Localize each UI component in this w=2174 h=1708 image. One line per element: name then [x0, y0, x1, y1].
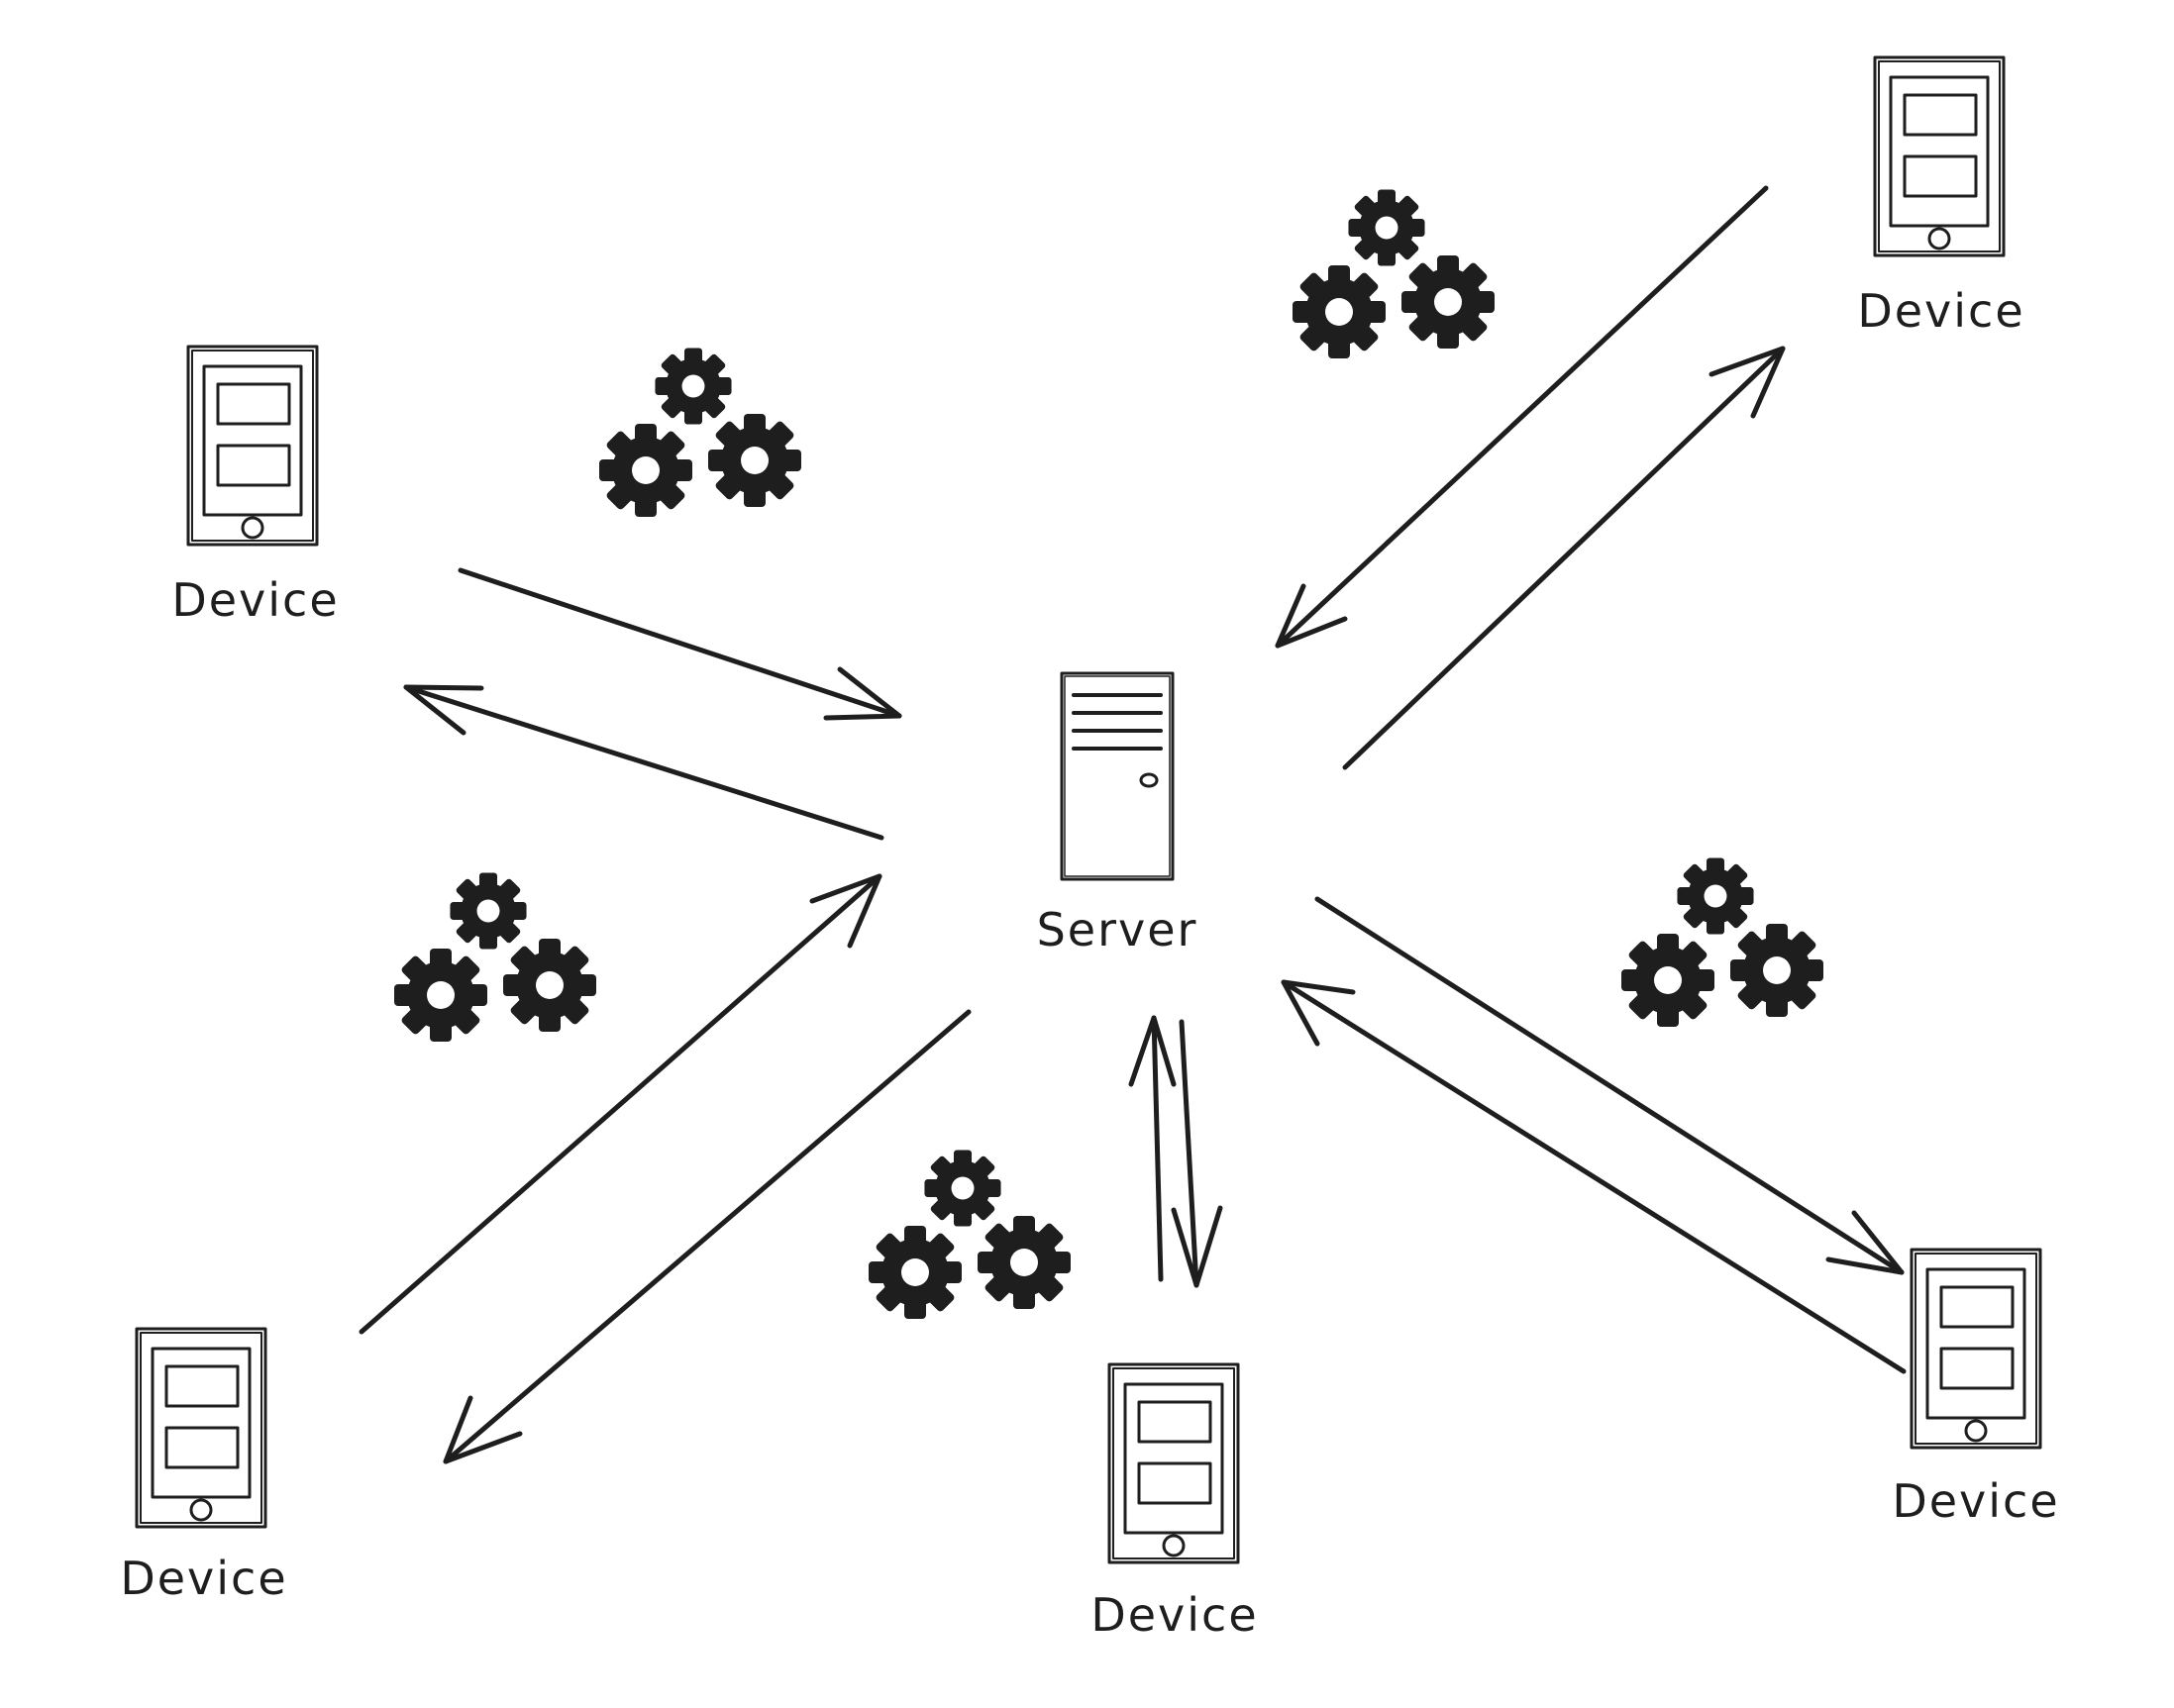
device-top-right: Device — [1857, 55, 2024, 338]
arrow-bottom-left-device-to-server — [359, 873, 882, 1335]
gear-cluster-icon — [869, 1150, 1071, 1319]
arrow-server-to-top-right-device — [1342, 346, 1786, 770]
server-icon — [1060, 671, 1175, 881]
arrow-bottom-right-device-to-server — [1281, 979, 1907, 1374]
device-bottom-center: Device — [1090, 1362, 1258, 1642]
device-bottom-right: Device — [1892, 1248, 2059, 1528]
gear-cluster-icon — [1293, 189, 1495, 358]
device-label: Device — [120, 1552, 287, 1605]
arrow-server-to-bottom-right-device — [1314, 896, 1905, 1275]
server-node: Server — [1037, 671, 1198, 956]
arrow-left-device-to-server — [458, 567, 902, 721]
arrow-server-to-bottom-center-device — [1171, 1019, 1223, 1288]
gear-cluster-icon — [1621, 857, 1823, 1027]
device-bottom-left: Device — [120, 1327, 287, 1605]
device-icon — [1107, 1362, 1240, 1564]
device-icon — [135, 1327, 267, 1529]
gear-cluster-icon — [394, 872, 596, 1042]
device-icon — [1910, 1248, 2042, 1450]
device-left: Device — [171, 345, 339, 627]
server-label: Server — [1037, 903, 1198, 956]
device-icon — [186, 345, 319, 547]
arrow-server-to-bottom-left-device — [443, 1009, 972, 1464]
arrow-top-right-device-to-server — [1275, 185, 1769, 649]
device-label: Device — [1857, 284, 2024, 338]
gear-cluster-icon — [599, 348, 801, 517]
device-label: Device — [1892, 1474, 2059, 1528]
arrow-server-to-left-device — [403, 684, 884, 841]
arrow-bottom-center-device-to-server — [1128, 1015, 1177, 1282]
device-label: Device — [171, 573, 339, 627]
device-icon — [1873, 55, 2006, 257]
device-label: Device — [1090, 1588, 1258, 1642]
